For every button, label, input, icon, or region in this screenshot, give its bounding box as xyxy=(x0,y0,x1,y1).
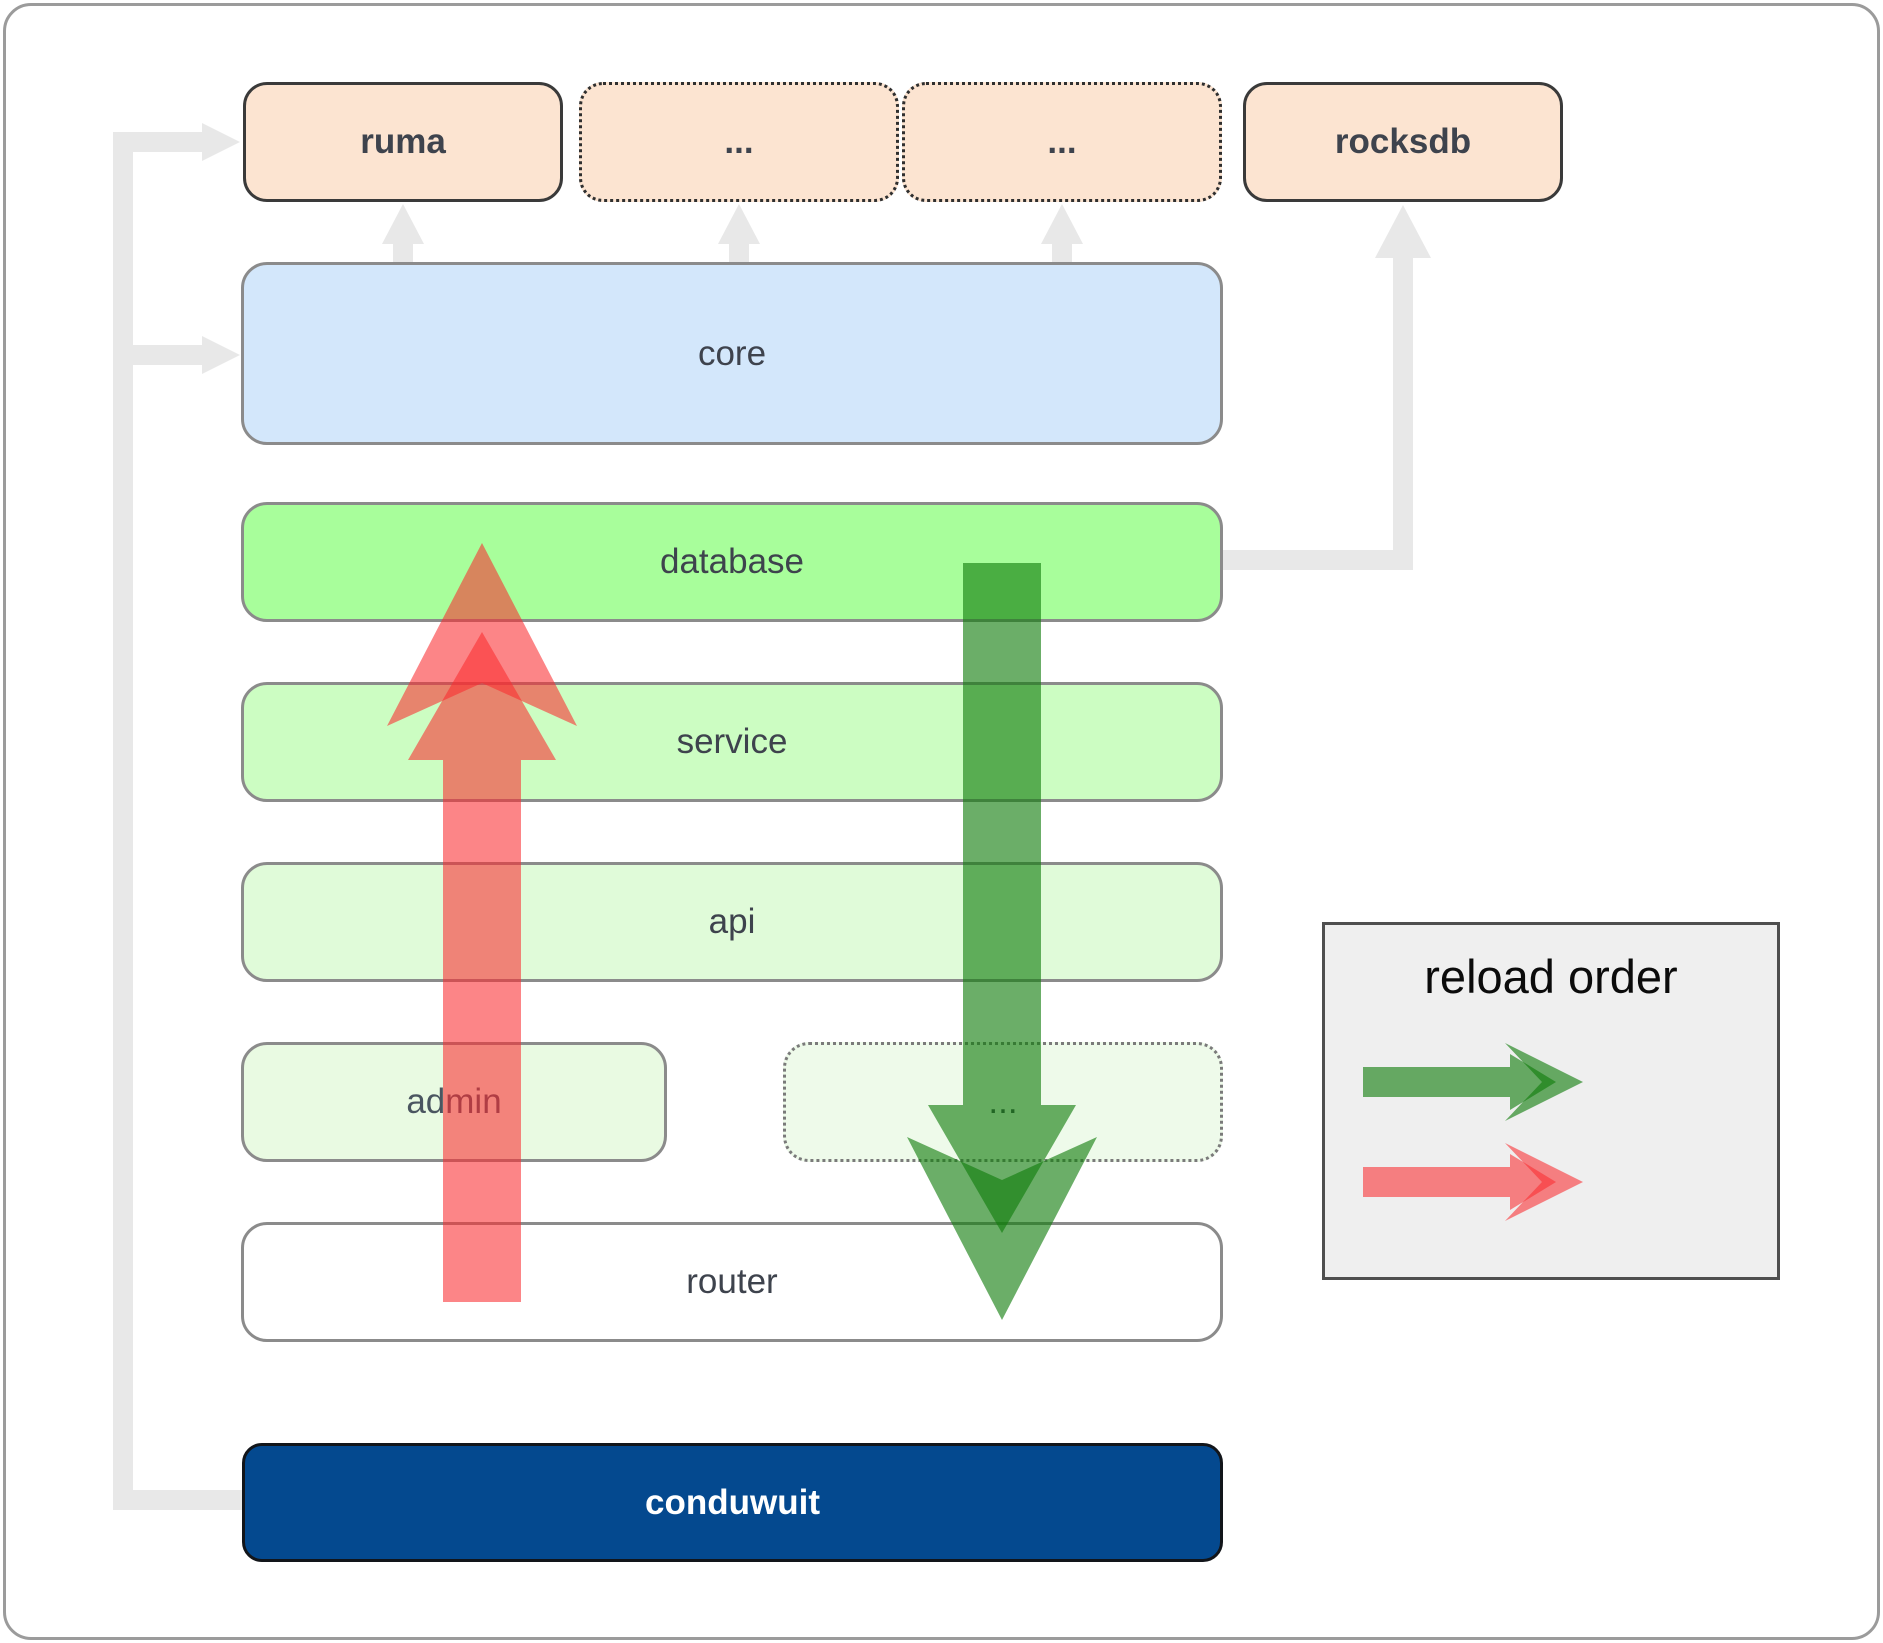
admin-dots-label: ... xyxy=(988,1082,1018,1121)
box-database: database xyxy=(241,502,1223,622)
box-api: api xyxy=(241,862,1223,982)
conduwuit-label: conduwuit xyxy=(645,1482,820,1522)
admin-label: admin xyxy=(406,1082,502,1121)
ruma-label: ruma xyxy=(360,122,446,161)
core-label: core xyxy=(697,333,767,373)
box-admin: admin xyxy=(241,1042,667,1162)
box-rocksdb: rocksdb xyxy=(1243,82,1563,202)
box-admin-dots: ... xyxy=(783,1042,1223,1162)
legend-title: reload order xyxy=(1424,950,1678,1003)
box-service: service xyxy=(241,682,1223,802)
box-dots-1: ... xyxy=(579,82,899,202)
api-label: api xyxy=(708,902,756,941)
rocksdb-label: rocksdb xyxy=(1334,122,1472,161)
box-conduwuit: conduwuit xyxy=(242,1443,1223,1562)
box-router: router xyxy=(241,1222,1223,1342)
dots1-label: ... xyxy=(724,122,754,161)
outer-frame xyxy=(3,3,1880,1640)
legend-box: reload order xyxy=(1322,922,1780,1280)
box-core: core xyxy=(241,262,1223,445)
box-dots-2: ... xyxy=(902,82,1222,202)
box-ruma: ruma xyxy=(243,82,563,202)
router-label: router xyxy=(686,1262,778,1301)
database-label: database xyxy=(659,542,805,581)
dots2-label: ... xyxy=(1047,122,1077,161)
service-label: service xyxy=(676,722,788,761)
